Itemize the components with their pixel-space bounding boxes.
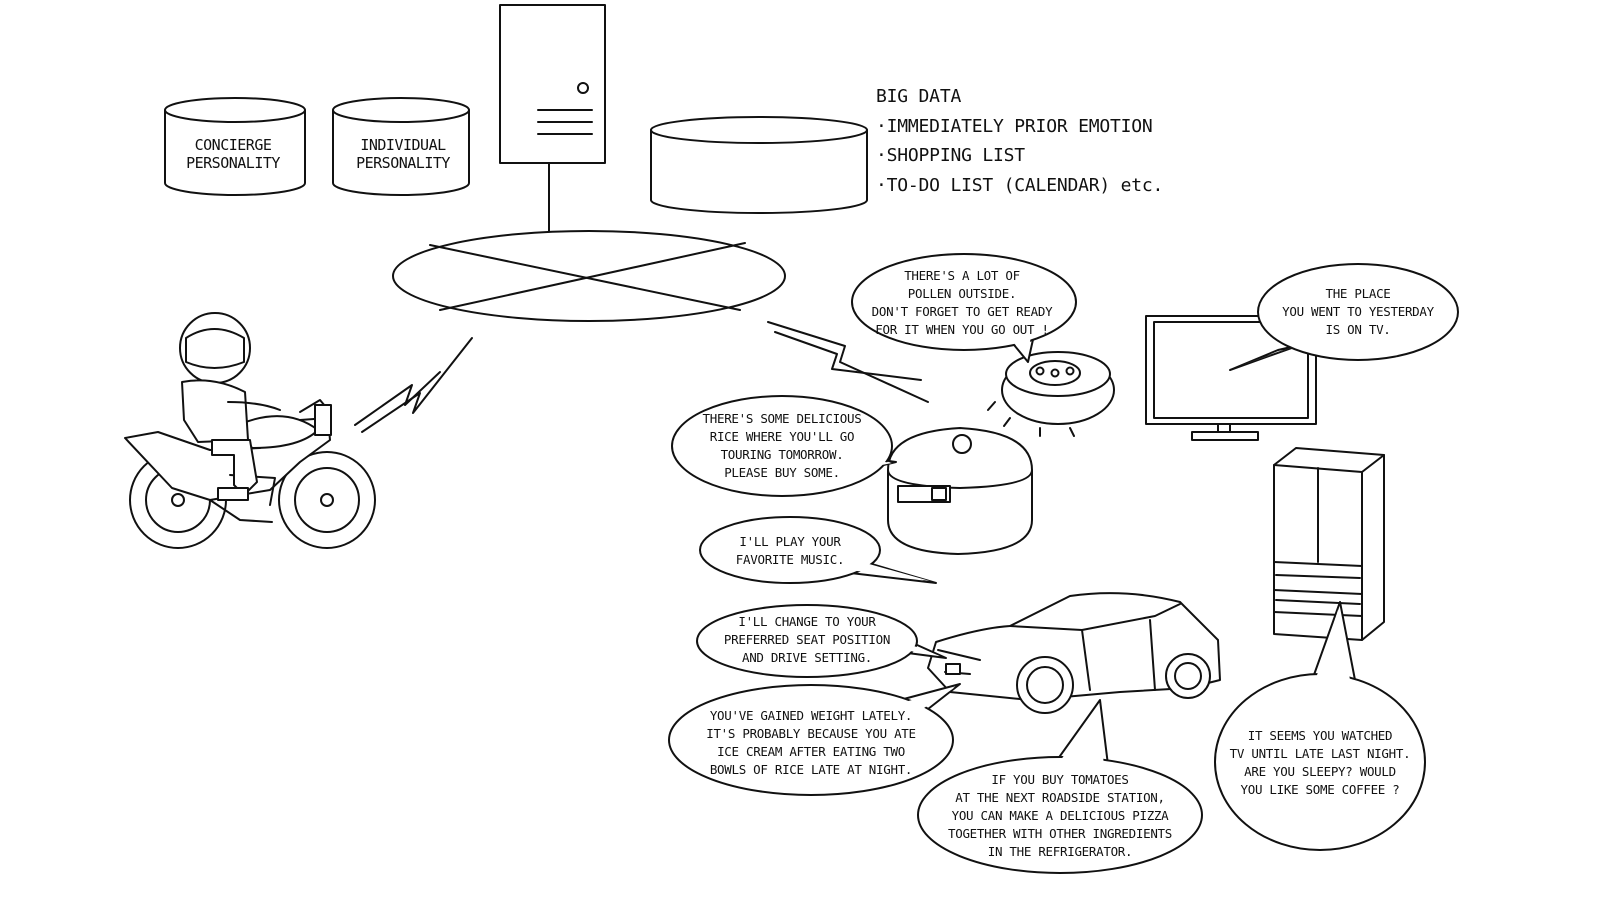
bubble-line: TOGETHER WITH OTHER INGREDIENTS — [948, 826, 1172, 841]
big-data-item: ·TO-DO LIST (CALENDAR) etc. — [876, 175, 1163, 196]
bubble-line: IS ON TV. — [1325, 322, 1390, 337]
weight-speech-bubble: YOU'VE GAINED WEIGHT LATELY. IT'S PROBAB… — [669, 684, 960, 795]
big-data-list: BIG DATA ·IMMEDIATELY PRIOR EMOTION ·SHO… — [876, 86, 1163, 196]
big-data-item: ·SHOPPING LIST — [876, 145, 1025, 166]
bubble-line: YOU CAN MAKE A DELICIOUS PIZZA — [952, 808, 1170, 823]
bubble-line: ICE CREAM AFTER EATING TWO — [717, 744, 905, 759]
big-data-title: BIG DATA — [876, 86, 961, 107]
tv-speech-bubble: THE PLACE YOU WENT TO YESTERDAY IS ON TV… — [1230, 264, 1458, 370]
tomato-speech-bubble: IF YOU BUY TOMATOES AT THE NEXT ROADSIDE… — [918, 700, 1202, 873]
bubble-line: DON'T FORGET TO GET READY — [872, 304, 1053, 319]
concierge-db-label-2: PERSONALITY — [186, 154, 280, 172]
bubble-line: BOWLS OF RICE LATE AT NIGHT. — [710, 762, 912, 777]
bubble-line: POLLEN OUTSIDE. — [908, 286, 1016, 301]
bubble-line: FOR IT WHEN YOU GO OUT ! — [875, 322, 1048, 337]
bubble-line: PREFERRED SEAT POSITION — [724, 632, 890, 647]
bubble-line: THE PLACE — [1325, 286, 1390, 301]
bubble-line: TV UNTIL LATE LAST NIGHT. — [1230, 746, 1411, 761]
wireless-signal-right-icon — [768, 322, 928, 402]
wireless-signal-left-icon — [355, 338, 472, 432]
individual-db-label-1: INDIVIDUAL — [360, 136, 446, 154]
bubble-line: THERE'S SOME DELICIOUS — [703, 411, 862, 426]
bubble-line: YOU'VE GAINED WEIGHT LATELY. — [710, 708, 912, 723]
bubble-line: YOU WENT TO YESTERDAY — [1282, 304, 1435, 319]
individual-db-label-2: PERSONALITY — [356, 154, 450, 172]
car-icon — [928, 593, 1220, 713]
bubble-line: ARE YOU SLEEPY? WOULD — [1244, 764, 1396, 779]
concierge-db-label-1: CONCIERGE — [195, 136, 272, 154]
coffee-speech-bubble: IT SEEMS YOU WATCHED TV UNTIL LATE LAST … — [1215, 602, 1425, 850]
bubble-line: IT'S PROBABLY BECAUSE YOU ATE — [706, 726, 916, 741]
bubble-line: AND DRIVE SETTING. — [742, 650, 872, 665]
bubble-line: PLEASE BUY SOME. — [724, 465, 840, 480]
music-speech-bubble: I'LL PLAY YOUR FAVORITE MUSIC. — [700, 517, 936, 583]
big-data-item: ·IMMEDIATELY PRIOR EMOTION — [876, 116, 1153, 137]
server-icon — [500, 5, 605, 232]
robot-speech-bubble: THERE'S A LOT OF POLLEN OUTSIDE. DON'T F… — [852, 254, 1076, 362]
bubble-line: I'LL CHANGE TO YOUR — [738, 614, 876, 629]
bubble-line: YOU LIKE SOME COFFEE ? — [1241, 782, 1400, 797]
motorcycle-rider-icon — [125, 313, 375, 548]
bubble-line: IF YOU BUY TOMATOES — [991, 772, 1128, 787]
bubble-line: AT THE NEXT ROADSIDE STATION, — [955, 790, 1165, 805]
network-icon — [393, 231, 785, 321]
bubble-line: THERE'S A LOT OF — [904, 268, 1020, 283]
robot-vacuum-icon — [988, 352, 1114, 436]
bubble-line: TOURING TOMORROW. — [721, 447, 844, 462]
individual-personality-database: INDIVIDUAL PERSONALITY — [333, 98, 469, 195]
bubble-line: IN THE REFRIGERATOR. — [988, 844, 1133, 859]
concierge-personality-database: CONCIERGE PERSONALITY — [165, 98, 305, 195]
bubble-line: I'LL PLAY YOUR — [739, 534, 841, 549]
seat-speech-bubble: I'LL CHANGE TO YOUR PREFERRED SEAT POSIT… — [697, 605, 946, 677]
bubble-line: IT SEEMS YOU WATCHED — [1248, 728, 1393, 743]
big-data-database — [651, 117, 867, 213]
rice-cooker-speech-bubble: THERE'S SOME DELICIOUS RICE WHERE YOU'LL… — [672, 396, 896, 496]
bubble-line: RICE WHERE YOU'LL GO — [710, 429, 855, 444]
rice-cooker-icon — [888, 428, 1032, 554]
bubble-line: FAVORITE MUSIC. — [736, 552, 844, 567]
refrigerator-icon — [1274, 448, 1384, 640]
